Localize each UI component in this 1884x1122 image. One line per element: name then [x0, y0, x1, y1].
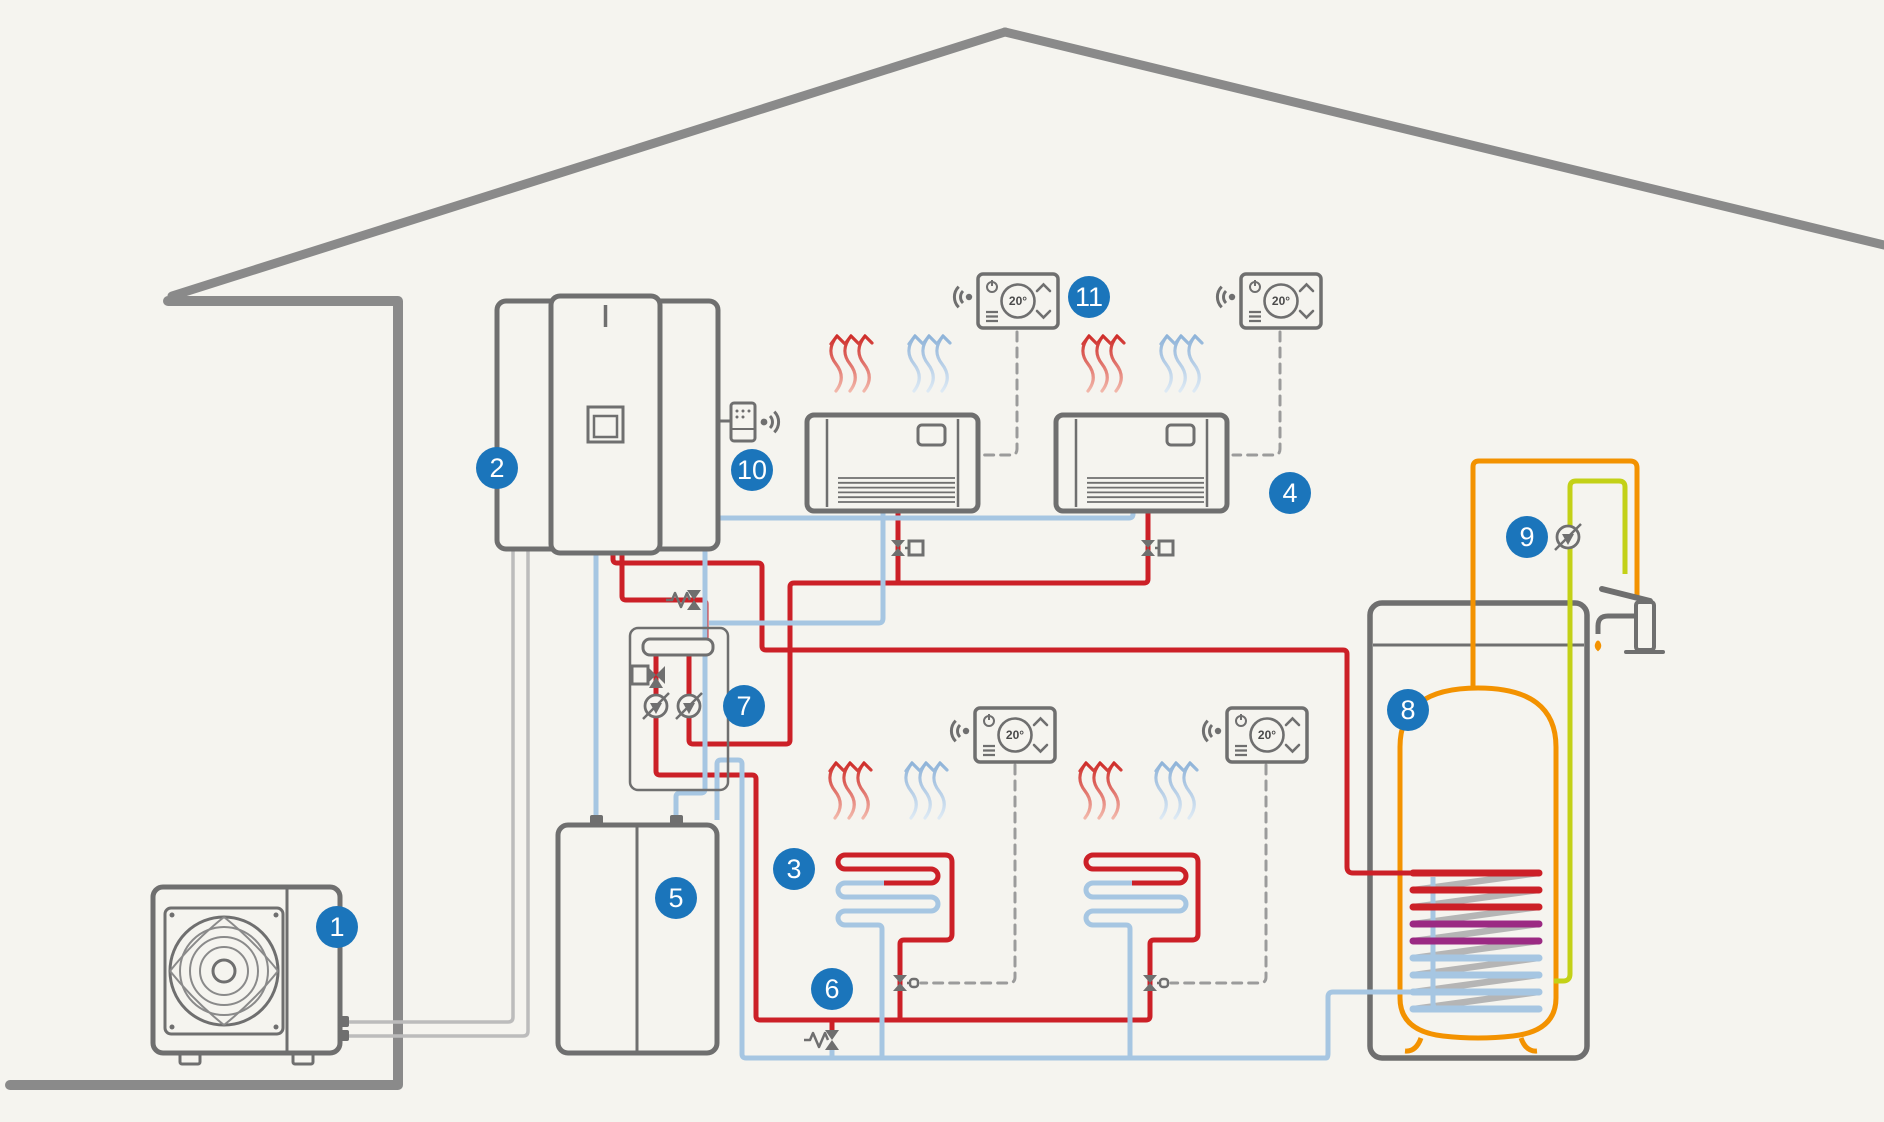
callout-badge-pump-group: 7 [723, 685, 765, 727]
three-way-valve-icon [630, 664, 665, 688]
unit-display [586, 405, 625, 444]
callout-badge-underfloor: 3 [773, 848, 815, 890]
refrigerant-lines [349, 551, 530, 1038]
callout-badge-indoor-unit: 2 [476, 447, 518, 489]
indoor-hydraulic-unit [494, 293, 721, 556]
faucet-icon [1594, 586, 1665, 654]
wifi-signal-icon [760, 410, 781, 434]
fan-coil-unit-2 [1056, 415, 1227, 511]
thermostat-fan-coil-2: 20° [1215, 272, 1323, 330]
callout-badge-gateway: 10 [731, 449, 773, 491]
heating-flow-pipes [610, 511, 1413, 1031]
thermostat-display: 20° [1009, 294, 1027, 308]
callout-badge-thermostat: 11 [1068, 276, 1110, 318]
cold-water-recirculation-pipe [1554, 478, 1628, 984]
thermostat-display: 20° [1272, 294, 1290, 308]
dhw-tank [1367, 600, 1590, 1061]
callout-badge-dhw-tank: 8 [1387, 689, 1429, 731]
pump-icon [641, 691, 671, 721]
thermostat-floor-zone-2: 20° [1201, 706, 1309, 764]
zone-valve-1 [891, 973, 920, 993]
thermostat-display: 20° [1006, 728, 1024, 742]
callout-badge-fan-coil: 4 [1269, 472, 1311, 514]
pump-and-mixing-group [628, 626, 730, 792]
outdoor-heat-pump-unit [150, 884, 349, 1066]
thermostat-fan-coil-1: 20° [952, 272, 1060, 330]
water-drop-icon [1594, 640, 1602, 652]
callout-badge-circulation: 9 [1506, 516, 1548, 558]
tank-coil-bars [1409, 869, 1543, 1013]
callout-badge-valves: 6 [811, 968, 853, 1010]
bypass-valve [802, 1028, 841, 1052]
zone-valve-2 [1141, 973, 1170, 993]
callout-badge-outdoor-unit: 1 [316, 906, 358, 948]
pump-icon [674, 691, 704, 721]
control-wiring [919, 330, 1282, 985]
fan-icon [168, 915, 280, 1027]
house-outline [5, 27, 1884, 1090]
thermostat-display: 20° [1258, 728, 1276, 742]
wireless-gateway [718, 401, 781, 443]
callout-badge-buffer-tank: 5 [655, 877, 697, 919]
inner-tank [1397, 685, 1559, 1041]
fan-coil-unit-1 [807, 415, 978, 511]
thermostat-floor-zone-1: 20° [949, 706, 1057, 764]
circulation-pump-icon [1553, 522, 1583, 552]
dhw-pipe [1470, 458, 1640, 690]
buffer-tank [555, 815, 720, 1056]
